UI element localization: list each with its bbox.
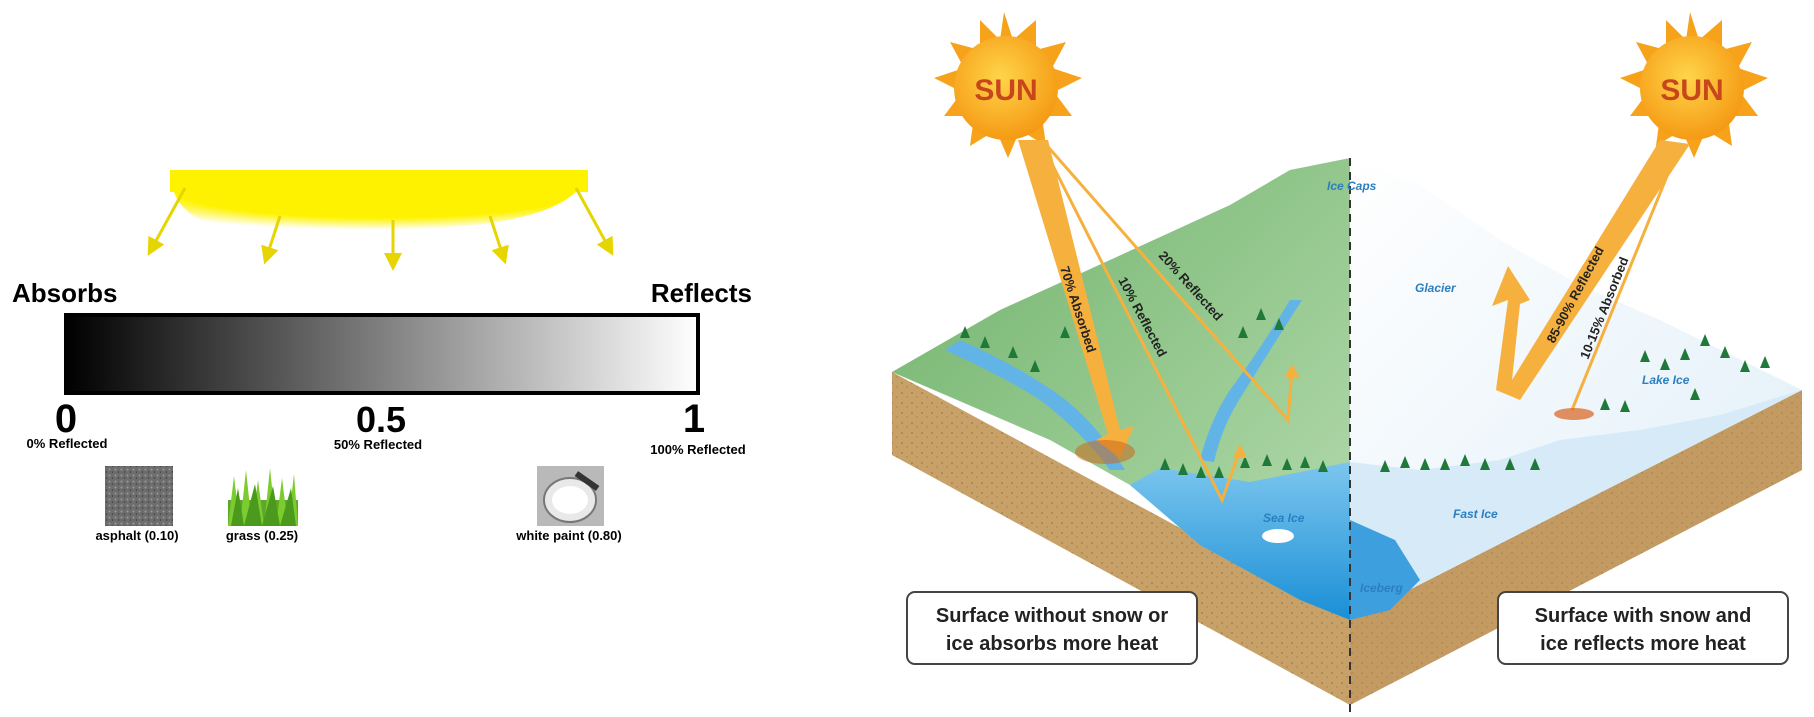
grass-swatch [228,468,298,526]
reflected-beam-85-90 [1492,140,1690,400]
absorbed-beam-70 [1018,140,1134,458]
albedo-gradient-bar [64,313,700,395]
scale-value-0: 0 [55,397,77,441]
caption-right-line-2: ice reflects more heat [1540,633,1746,655]
sea-ice-floe [1262,529,1294,543]
grass-label: grass (0.25) [226,528,298,543]
ice-caps-label: Ice Caps [1327,179,1377,193]
right-beams [1492,140,1690,420]
caption-right: Surface with snow and ice reflects more … [1497,591,1789,665]
sun-band [170,170,588,192]
white-paint-swatch [537,466,604,526]
scale-value-half: 0.5 [356,399,406,440]
reflected-beam-10 [1038,139,1242,504]
right-panel: Ice Caps Glacier Lake Ice Sea Ice Fast I… [892,12,1802,717]
scale-caption-1: 100% Reflected [650,442,745,457]
sun-rays [147,187,614,271]
caption-left: Surface without snow or ice absorbs more… [906,591,1198,665]
sun-left: SUN [934,12,1082,158]
scale-caption-half: 50% Reflected [334,437,422,452]
sun-right: SUN [1620,12,1768,158]
caption-left-line-1: Surface without snow or [936,605,1168,627]
fast-ice-label: Fast Ice [1453,507,1498,521]
iceberg-water [1350,520,1420,620]
caption-right-line-1: Surface with snow and [1535,605,1752,627]
scale-caption-0: 0% Reflected [27,436,108,451]
sun-left-label: SUN [974,74,1037,107]
sea-ice-label: Sea Ice [1263,511,1305,525]
glacier-label: Glacier [1415,281,1457,295]
left-beams [1018,139,1300,504]
trees [960,308,1770,478]
left-panel: Absorbs Reflects 0 0% Reflected 0.5 50% … [12,170,752,543]
asphalt-swatch [105,466,173,526]
scale-value-1: 1 [683,397,705,441]
reflected-beam-20 [1040,139,1294,424]
caption-left-line-2: ice absorbs more heat [946,633,1159,655]
sun-right-label: SUN [1660,74,1723,107]
sea-water [1130,462,1350,620]
absorbed-beam-10-15 [1570,143,1682,411]
iceberg-label: Iceberg [1360,581,1403,595]
soil-left-face [892,372,1350,705]
reflects-label: Reflects [651,278,752,308]
absorbs-label: Absorbs [12,278,117,308]
asphalt-label: asphalt (0.10) [95,528,178,543]
white-paint-label: white paint (0.80) [515,528,621,543]
lake-ice-label: Lake Ice [1642,373,1690,387]
